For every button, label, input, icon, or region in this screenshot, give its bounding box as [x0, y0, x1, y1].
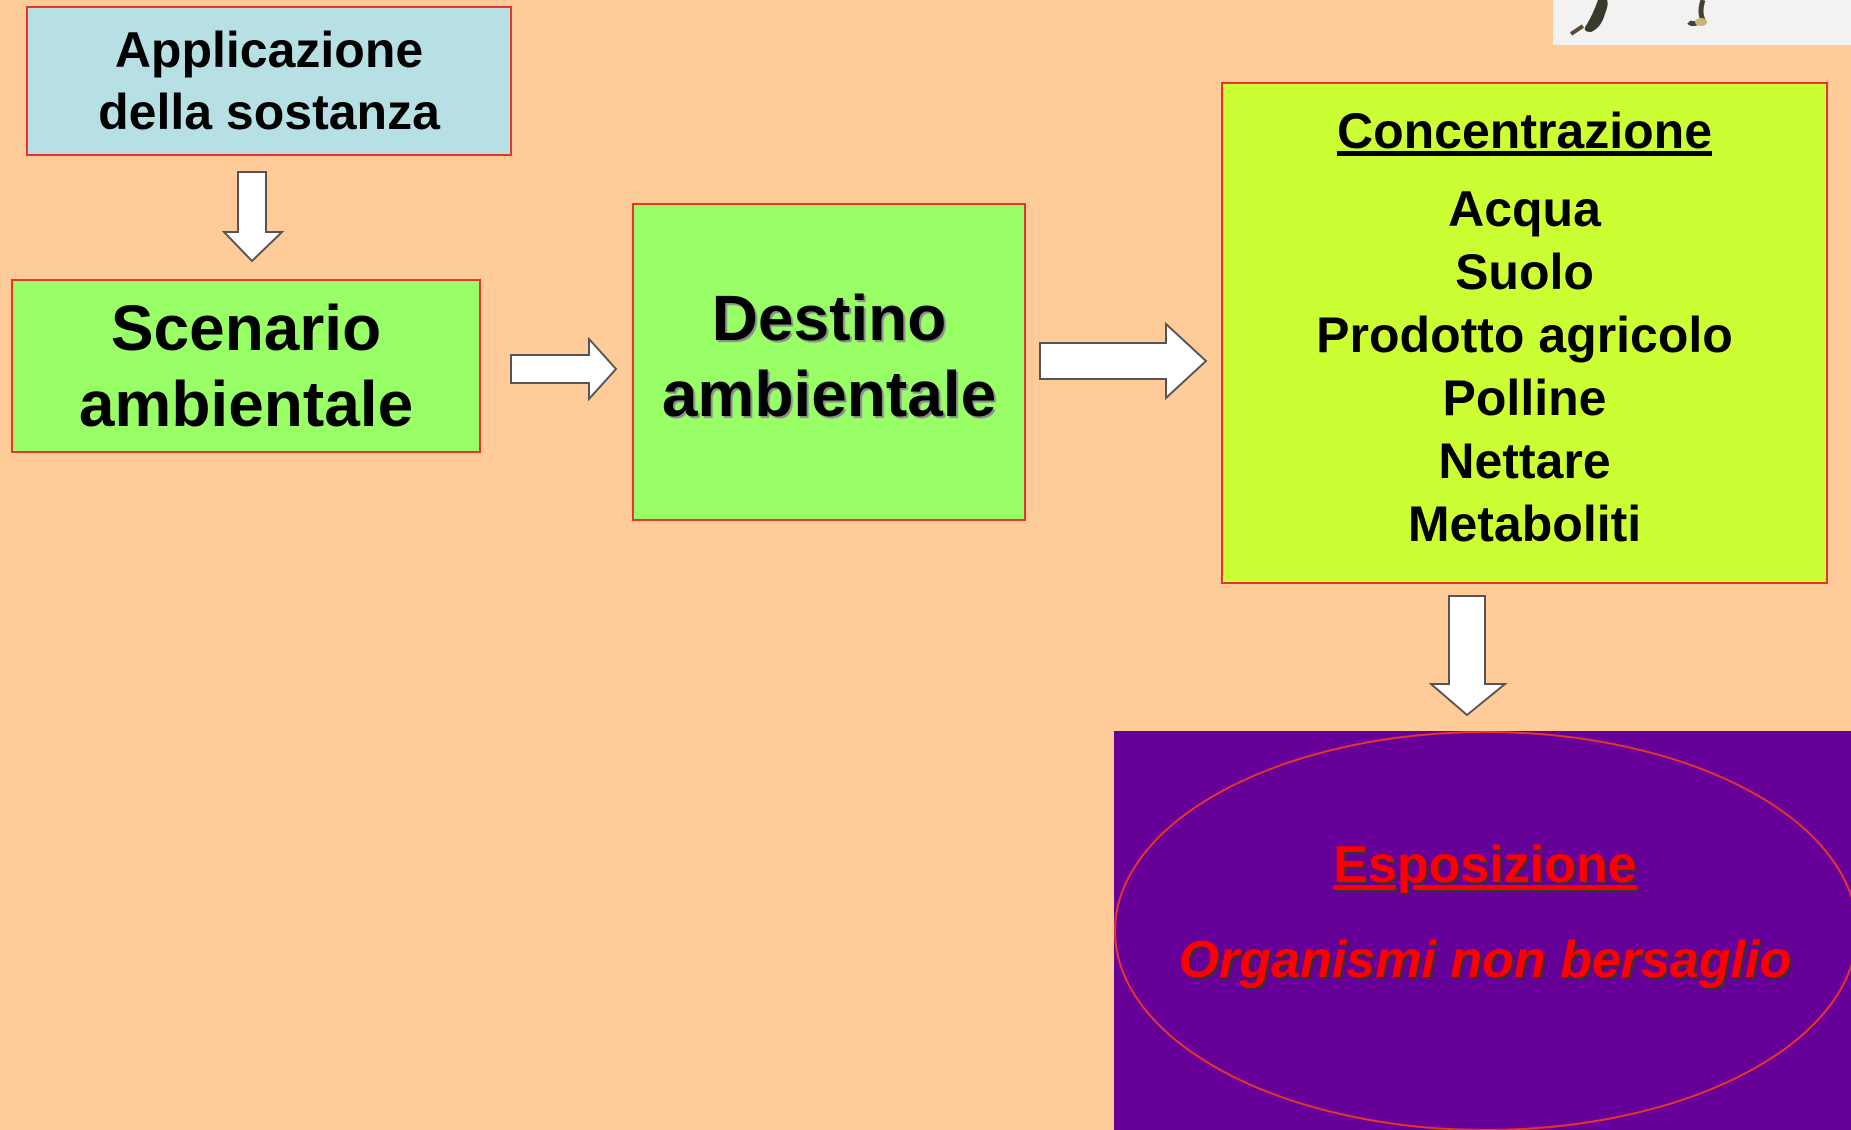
concentrazione-list: Acqua Suolo Prodotto agricolo Polline Ne…: [1316, 178, 1733, 556]
concentrazione-item: Acqua: [1448, 181, 1601, 237]
concentrazione-item: Nettare: [1438, 433, 1611, 489]
concentrazione-item: Polline: [1442, 370, 1607, 426]
scenario-line2: ambientale: [78, 368, 414, 440]
scenario-box: Scenario ambientale: [11, 279, 481, 453]
insect-icon: [1569, 0, 1707, 36]
arrow-down-icon: [222, 171, 285, 263]
esposizione-subtitle: Organismi non bersaglio: [1178, 931, 1792, 989]
destino-box: Destino ambientale: [632, 203, 1026, 521]
concentrazione-item: Metaboliti: [1407, 496, 1642, 552]
arrow-down-icon: [1429, 595, 1508, 717]
scenario-line1: Scenario: [110, 292, 382, 364]
concentrazione-item: Suolo: [1455, 244, 1594, 300]
applicazione-box: Applicazione della sostanza: [26, 6, 512, 156]
esposizione-panel: [1114, 731, 1851, 1130]
concentrazione-box: Concentrazione Acqua Suolo Prodotto agri…: [1221, 82, 1828, 584]
esposizione-title: Esposizione: [1333, 836, 1637, 894]
arrow-right-icon: [510, 337, 618, 401]
esposizione-ellipse: [1114, 731, 1851, 1130]
concentrazione-title: Concentrazione: [1336, 103, 1713, 159]
applicazione-line1: Applicazione: [114, 22, 424, 78]
concentrazione-item: Prodotto agricolo: [1316, 307, 1733, 363]
arrow-right-icon: [1039, 321, 1208, 401]
applicazione-line2: della sostanza: [98, 84, 440, 140]
insect-image: [1553, 0, 1851, 45]
destino-line2: ambientale: [661, 358, 997, 430]
destino-line1: Destino: [711, 282, 947, 354]
